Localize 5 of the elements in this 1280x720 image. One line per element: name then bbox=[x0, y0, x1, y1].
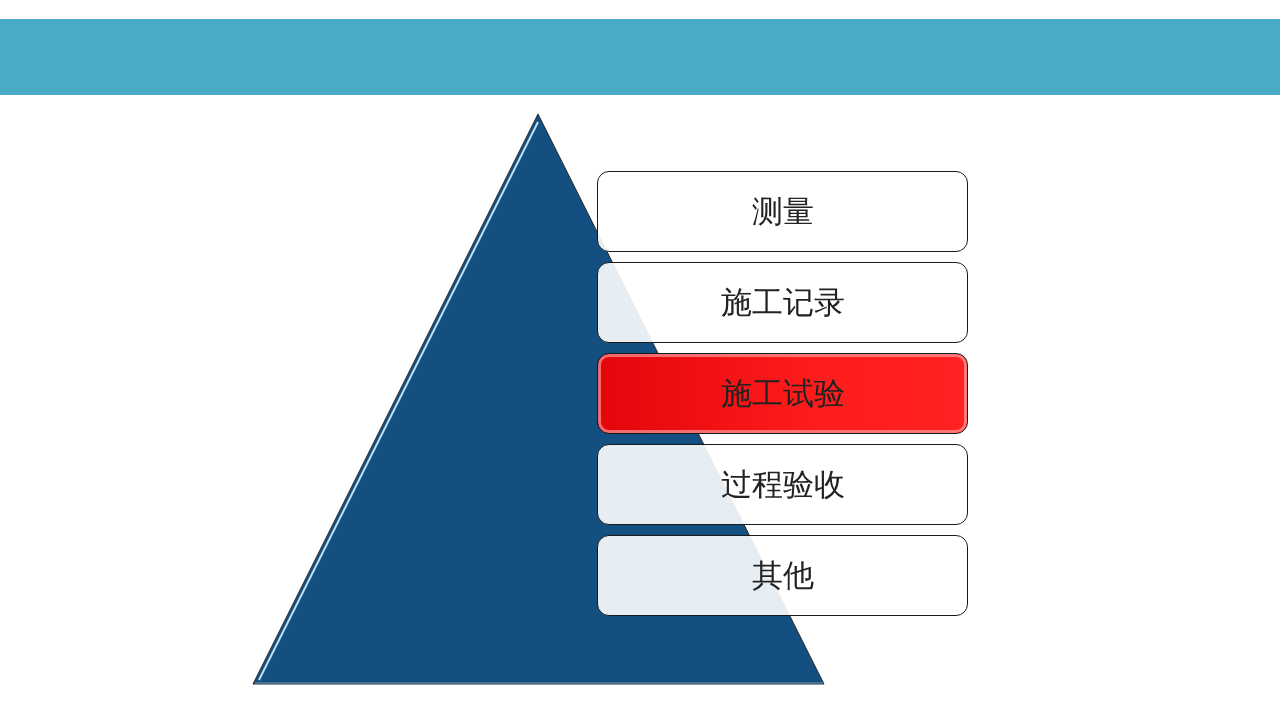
item-box: 其他 bbox=[597, 535, 968, 616]
item-box: 施工记录 bbox=[597, 262, 968, 343]
item-box: 测量 bbox=[597, 171, 968, 252]
highlighted-item-box: 施工试验 bbox=[597, 353, 968, 434]
item-box: 过程验收 bbox=[597, 444, 968, 525]
